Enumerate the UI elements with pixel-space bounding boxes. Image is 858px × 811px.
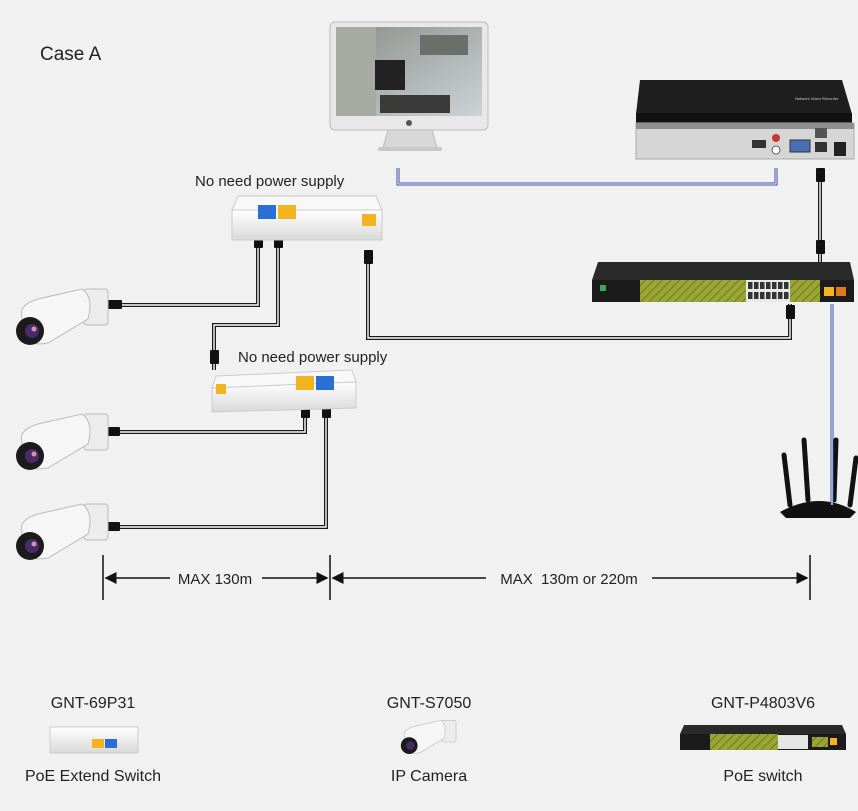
distance-left-label: MAX 130m xyxy=(178,571,252,588)
legend: GNT-69P31 PoE Extend Switch GNT-S7050 IP… xyxy=(25,695,846,785)
legend-caption-switch: PoE switch xyxy=(723,768,802,785)
distance-right-label: MAX 130m or 220m xyxy=(500,571,638,588)
poe-extender-mid xyxy=(211,369,357,413)
bullet-camera-icon xyxy=(16,288,109,560)
poe-extender-top xyxy=(231,195,383,241)
legend-model-switch: GNT-P4803V6 xyxy=(711,695,815,712)
legend-caption-camera: IP Camera xyxy=(391,768,467,785)
case-title: Case A xyxy=(40,44,102,65)
legend-caption-extender: PoE Extend Switch xyxy=(25,768,161,785)
imac-monitor-icon xyxy=(329,21,489,151)
wifi-router-icon xyxy=(780,437,858,518)
poe-switch-icon xyxy=(592,262,854,302)
svg-text:Network Video Recorder: Network Video Recorder xyxy=(795,96,839,101)
hdmi-cable xyxy=(396,168,778,186)
legend-camera-icon xyxy=(400,720,457,754)
distance-markers xyxy=(102,555,811,600)
legend-extender-icon xyxy=(49,726,139,754)
no-power-label-mid: No need power supply xyxy=(238,349,388,366)
legend-model-extender: GNT-69P31 xyxy=(51,695,136,712)
nvr-recorder-icon: Network Video Recorder xyxy=(635,80,855,160)
ethernet-cables xyxy=(110,170,822,529)
legend-model-camera: GNT-S7050 xyxy=(387,695,472,712)
no-power-label-top: No need power supply xyxy=(195,173,345,190)
legend-switch-icon xyxy=(680,725,846,750)
